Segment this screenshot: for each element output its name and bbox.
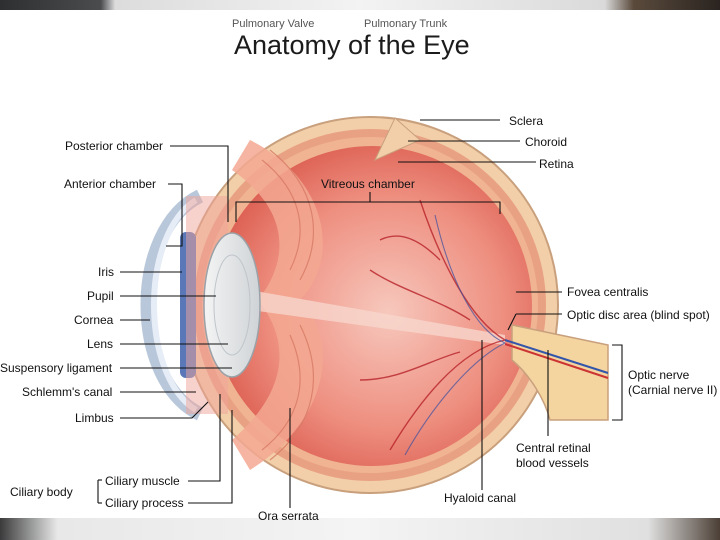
label-retina: Retina (539, 157, 574, 171)
label-blood-vessels: blood vessels (516, 456, 589, 470)
label-fovea-centralis: Fovea centralis (567, 285, 649, 299)
hyaloid-canal-shape (250, 290, 505, 345)
label-hyaloid-canal: Hyaloid canal (444, 491, 517, 505)
lens-shape (203, 232, 261, 378)
label-pupil: Pupil (87, 289, 114, 303)
label-vitreous-chamber: Vitreous chamber (321, 177, 415, 191)
label-schlemms-canal: Schlemm's canal (22, 385, 113, 399)
label-suspensory-ligament: Suspensory ligament (0, 361, 113, 375)
label-central-retinal: Central retinal (516, 441, 591, 455)
label-iris: Iris (98, 265, 114, 279)
label-optic-nerve: Optic nerve (628, 368, 690, 382)
label-anterior-chamber: Anterior chamber (64, 177, 157, 191)
behind-label-pulmonary-valve: Pulmonary Valve (232, 18, 315, 30)
sclera-cutaway (373, 117, 421, 162)
label-ora-serrata: Ora serrata (258, 509, 319, 523)
label-ciliary-body: Ciliary body (10, 485, 73, 499)
label-optic-nerve-cn2: (Carnial nerve II) (628, 383, 718, 397)
background-photo-bottom (0, 518, 720, 540)
label-posterior-chamber: Posterior chamber (65, 139, 164, 153)
page-title: Anatomy of the Eye (234, 30, 470, 60)
label-limbus: Limbus (75, 411, 114, 425)
optic-nerve-shape (511, 324, 609, 421)
label-sclera: Sclera (509, 114, 544, 128)
label-cornea: Cornea (74, 313, 114, 327)
label-ciliary-muscle: Ciliary muscle (105, 474, 180, 488)
label-optic-disc: Optic disc area (blind spot) (567, 308, 710, 322)
label-choroid: Choroid (525, 135, 568, 149)
label-lens: Lens (87, 337, 114, 351)
label-ciliary-process: Ciliary process (105, 496, 184, 510)
behind-label-pulmonary-trunk: Pulmonary Trunk (364, 18, 448, 30)
retinal-vessels (359, 199, 506, 451)
leader-lines (97, 119, 623, 508)
